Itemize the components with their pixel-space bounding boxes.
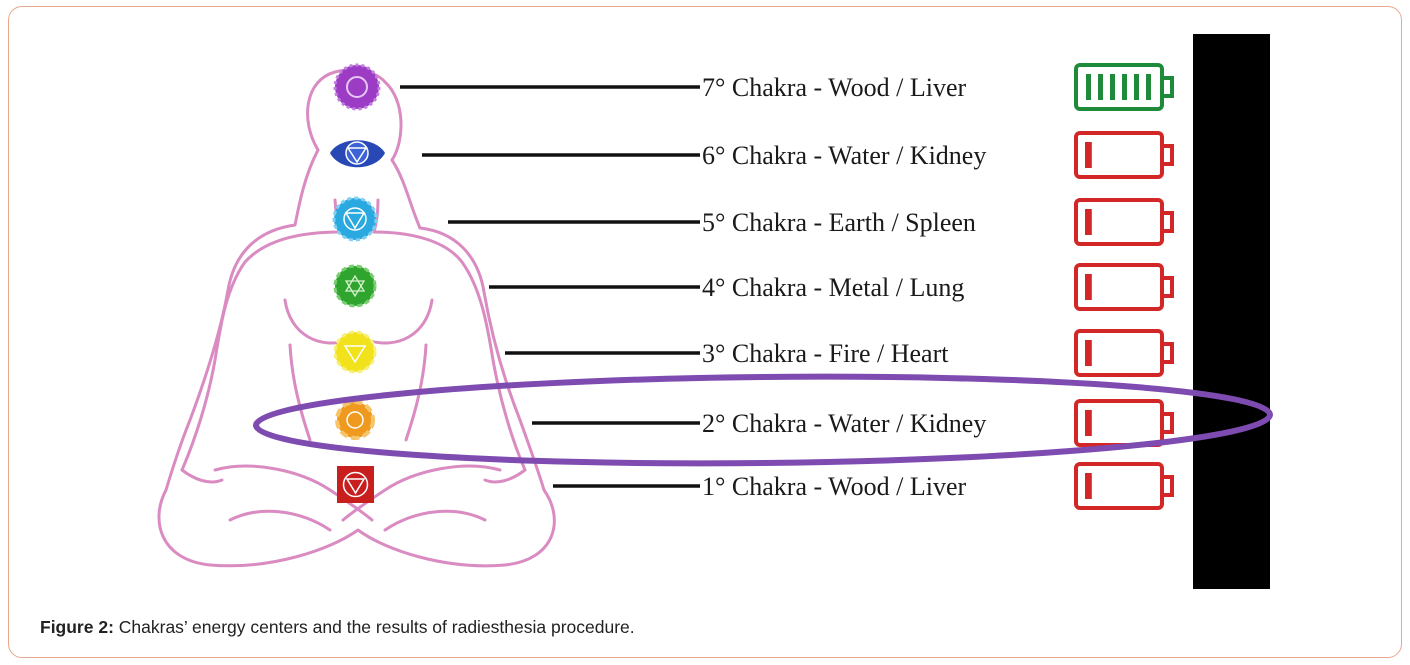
chakra-label: 5° Chakra - Earth / Spleen [702,208,976,237]
chakra-label: 4° Chakra - Metal / Lung [702,273,964,302]
sacral-lotus-icon [337,402,373,438]
chakra-rows: 7° Chakra - Wood / Liver 6° Chakra - Wate… [400,65,1172,508]
heart-lotus-icon [335,266,375,306]
chakra-label: 7° Chakra - Wood / Liver [702,73,966,102]
chakra-label: 6° Chakra - Water / Kidney [702,141,986,170]
battery-full-icon [1076,65,1172,109]
chakra-label: 2° Chakra - Water / Kidney [702,409,986,438]
third-eye-icon [330,140,385,167]
caption-text: Chakras’ energy centers and the results … [114,617,635,637]
root-square-icon [337,466,374,503]
battery-low-icon [1076,401,1172,445]
figure-caption: Figure 2: Chakras’ energy centers and th… [40,617,635,638]
chakra-label: 3° Chakra - Fire / Heart [702,339,949,368]
battery-low-icon [1076,265,1172,309]
battery-low-icon [1076,464,1172,508]
chakra-label: 1° Chakra - Wood / Liver [702,472,966,501]
throat-lotus-icon [334,198,376,240]
caption-label: Figure 2: [40,617,114,637]
chakra-icons [330,65,385,503]
solar-plexus-icon [335,332,375,372]
battery-low-icon [1076,133,1172,177]
crown-lotus-icon [335,65,379,109]
battery-low-icon [1076,200,1172,244]
battery-low-icon [1076,331,1172,375]
